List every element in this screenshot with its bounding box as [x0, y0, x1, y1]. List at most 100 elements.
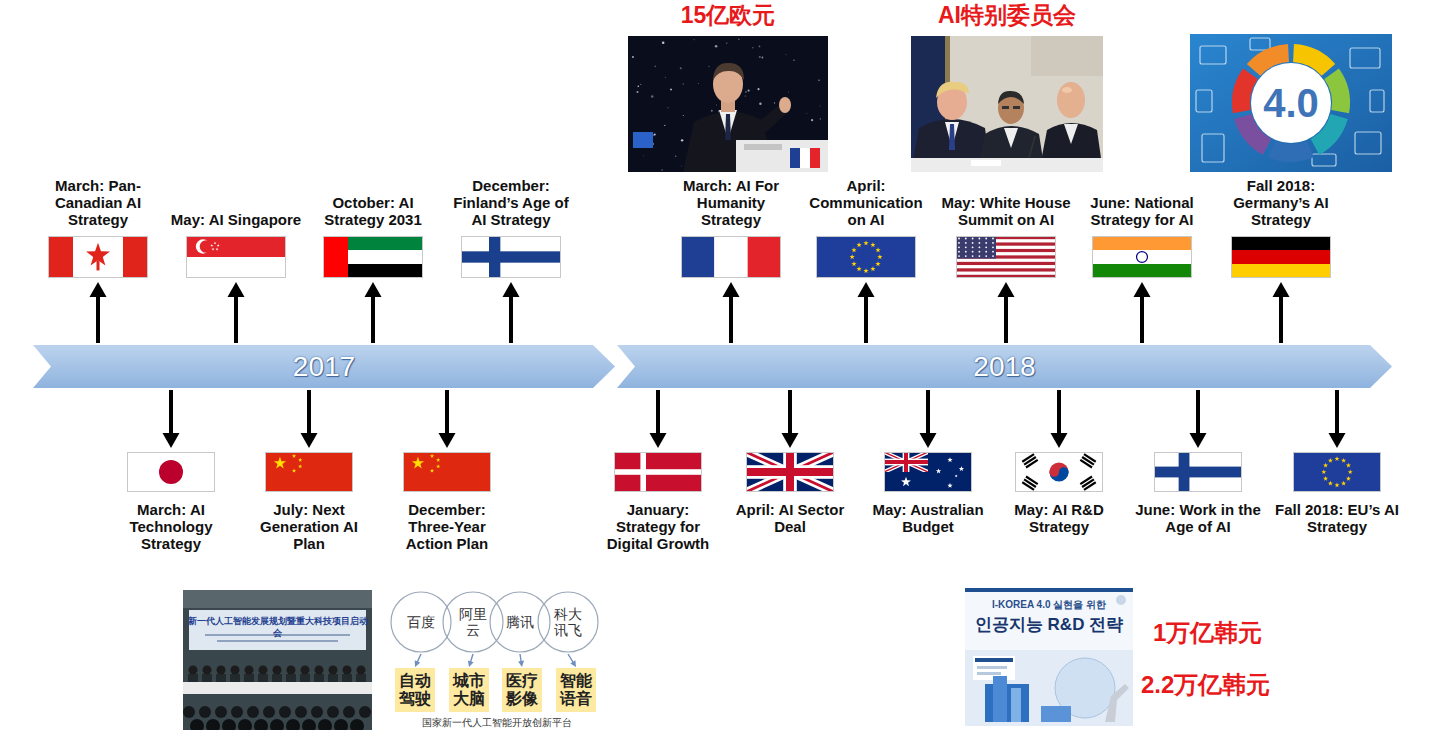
conference-illustration-part [199, 706, 211, 718]
photo-panel: 15亿欧元 [628, 0, 828, 172]
industry-illustration-part [1272, 149, 1311, 153]
application-box: 城市大脑 [449, 668, 489, 712]
photo-illustration-part [683, 83, 684, 84]
flag-icon-part [936, 468, 941, 473]
flag-icon-part [186, 257, 286, 278]
company-name: 腾讯 [505, 614, 534, 630]
report-cover: I-KOREA 4.0 실현을 위한인공지능 R&D 전략 [965, 588, 1133, 726]
milestone-caption: June: National Strategy for AI [1076, 194, 1208, 228]
photo-illustration-part [818, 79, 820, 81]
flag-icon-part [1231, 236, 1331, 250]
flag-frame [186, 236, 286, 278]
connector-layer-part [1134, 282, 1151, 297]
flag-icon-part [216, 248, 219, 251]
flag-icon-part [1293, 452, 1381, 492]
flag-icon [681, 236, 781, 278]
flag-icon [1092, 236, 1192, 278]
milestone-caption: May: AI Singapore [170, 211, 302, 228]
conference-illustration-part [287, 666, 296, 675]
connector-layer-part [520, 654, 521, 662]
conference-illustration-part [183, 590, 372, 608]
flag-icon-part [851, 247, 856, 252]
photo-illustration-part [661, 169, 663, 171]
flag-frame [403, 452, 491, 492]
country-milestone: March: AI Technology Strategy [108, 452, 234, 552]
connector-arrow [650, 390, 667, 448]
connector-layer-part [509, 294, 513, 343]
conference-illustration-part [270, 719, 284, 730]
flag-icon-part [746, 452, 834, 492]
conference-illustration-part [245, 666, 254, 675]
conference-illustration-part [273, 666, 282, 675]
photo-illustration-part [1004, 128, 1018, 148]
connector-layer-part [470, 654, 473, 662]
photo-illustration-part [654, 134, 656, 136]
conference-illustration-part [231, 666, 240, 675]
budget-note: 1万亿韩元 [1153, 618, 1333, 648]
photo-illustration-part [681, 139, 683, 141]
conference-illustration-part [356, 674, 366, 682]
milestone-caption: Fall 2018: EU’s AI Strategy [1274, 501, 1400, 535]
flag-icon-part [992, 242, 994, 244]
report-illustration-part [977, 666, 1007, 669]
country-milestone: May: Australian Budget [865, 452, 991, 535]
flag-icon-part [1231, 250, 1331, 264]
flag-icon-part [958, 246, 960, 248]
industry-illustration-part [1350, 48, 1380, 68]
flag-icon-part [979, 246, 981, 248]
flag-icon-part [985, 251, 987, 253]
milestone-caption: March: AI For Humanity Strategy [665, 177, 797, 228]
report-illustration-part [1105, 684, 1129, 722]
connector-layer-part [1004, 294, 1008, 343]
flag-icon-part [956, 236, 996, 259]
industry-illustration-part [1202, 134, 1224, 162]
conference-illustration-part [231, 706, 243, 718]
connector-arrow [568, 654, 576, 667]
application-box: 医疗影像 [502, 668, 542, 712]
photo-illustration-part [667, 107, 668, 108]
country-milestone: June: National Strategy for AI [1076, 194, 1208, 278]
flag-icon-part [972, 246, 974, 248]
flag-icon-part [746, 452, 834, 492]
country-milestone: April: AI Sector Deal [727, 452, 853, 535]
connector-arrow [301, 390, 318, 448]
photo-illustration-part [661, 40, 663, 42]
flag-frame [1154, 452, 1242, 492]
flag-icon-part [1328, 481, 1333, 486]
flag-icon-part [1335, 483, 1340, 488]
connector-layer-part [858, 282, 875, 297]
flag-icon-part [403, 452, 491, 492]
flag-icon [127, 452, 215, 492]
milestone-caption: December: Finland’s Age of AI Strategy [445, 177, 577, 228]
photo-illustration-part [752, 47, 754, 49]
flag-icon-part [958, 251, 960, 253]
conference-illustration-part [295, 706, 307, 718]
flag-icon-part [901, 477, 911, 486]
flag-icon-part [274, 457, 286, 469]
conference-illustration-part [254, 719, 268, 730]
photo-illustration-part [806, 112, 808, 114]
connector-layer-part [518, 661, 524, 667]
conference-photo: 新一代人工智能发展规划暨重大科技项目启动会 [183, 590, 372, 730]
connector-layer-part [301, 433, 318, 448]
connector-arrow [1273, 282, 1290, 343]
flag-icon-part [1346, 476, 1351, 481]
flag-icon-part [856, 266, 861, 271]
platform-circle: 阿里云 [442, 591, 504, 653]
application-box: 智能语音 [556, 668, 596, 712]
conference-illustration-part [183, 590, 372, 730]
photo-illustration-part [759, 103, 761, 105]
flag-icon-part [292, 454, 296, 458]
flag-icon-part [884, 460, 928, 464]
industry-illustration-part [1196, 90, 1212, 112]
connector-layer-part [920, 433, 937, 448]
circle-outline-part [490, 592, 550, 652]
flag-icon-part [324, 237, 423, 278]
photo-illustration-part [636, 91, 638, 93]
flag-icon-part [956, 259, 1056, 263]
photo-illustration-part [664, 76, 666, 78]
flag-icon-part [816, 236, 916, 278]
photo-illustration-part [713, 63, 744, 80]
flag-icon-part [748, 236, 781, 278]
